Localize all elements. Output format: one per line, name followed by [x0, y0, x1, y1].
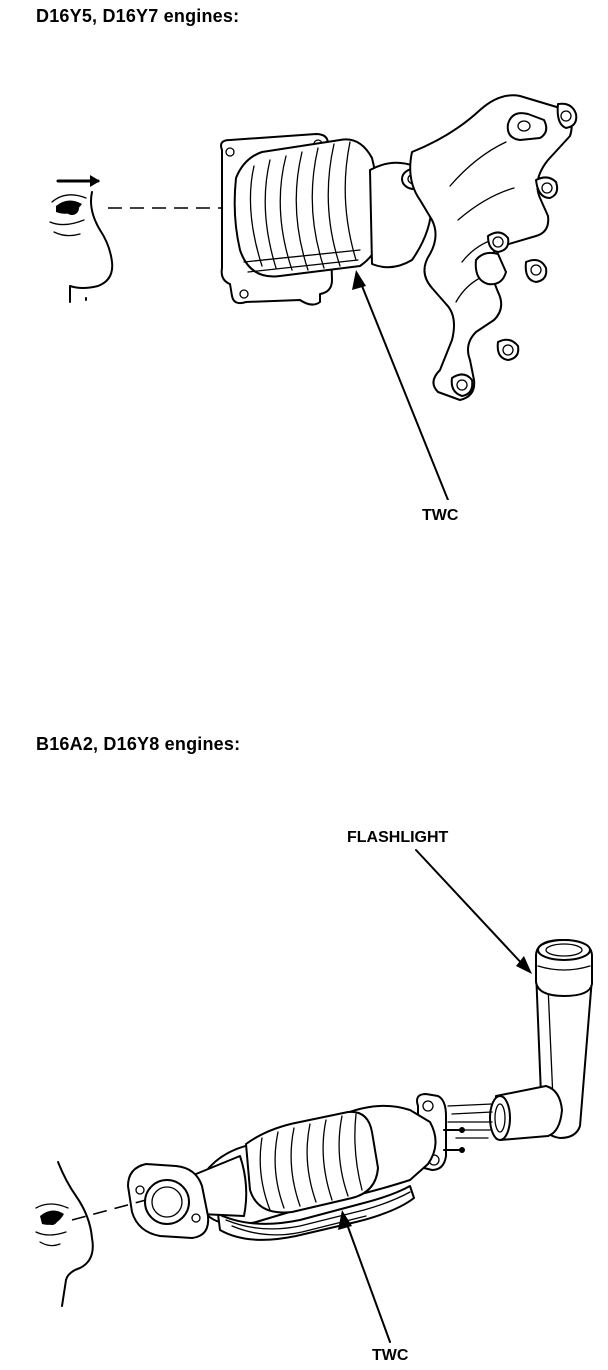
rear-pipe [447, 1085, 563, 1141]
callout-twc-top: TWC [422, 507, 459, 524]
inspector-face-icon-bottom [35, 1161, 94, 1307]
callout-twc-bottom: TWC [372, 1347, 409, 1364]
twc-leader-line-top [357, 275, 449, 500]
callout-flashlight: FLASHLIGHT [347, 829, 449, 846]
sight-line-bottom [71, 1199, 147, 1221]
flashlight-leader-line [415, 849, 527, 969]
twc-leader-line-bottom [343, 1215, 391, 1343]
twc-inlet-flange [127, 1163, 210, 1239]
exhaust-manifold-twc-diagram [49, 94, 578, 500]
twc-leader-arrow-top [352, 270, 366, 290]
twc-converter-top [220, 133, 433, 306]
section-heading-d16y5-d16y7: D16Y5, D16Y7 engines: [36, 6, 240, 26]
flashlight-icon [535, 939, 593, 1139]
inspector-face-icon [49, 175, 114, 303]
twc-converter-bottom [191, 1104, 437, 1241]
flashlight-leader-arrow [516, 956, 532, 974]
exhaust-manifold [409, 94, 578, 401]
section-heading-b16a2-d16y8: B16A2, D16Y8 engines: [36, 734, 241, 754]
exhaust-pipe-twc-diagram [35, 849, 593, 1343]
twc-leader-arrow-bottom [338, 1210, 352, 1230]
